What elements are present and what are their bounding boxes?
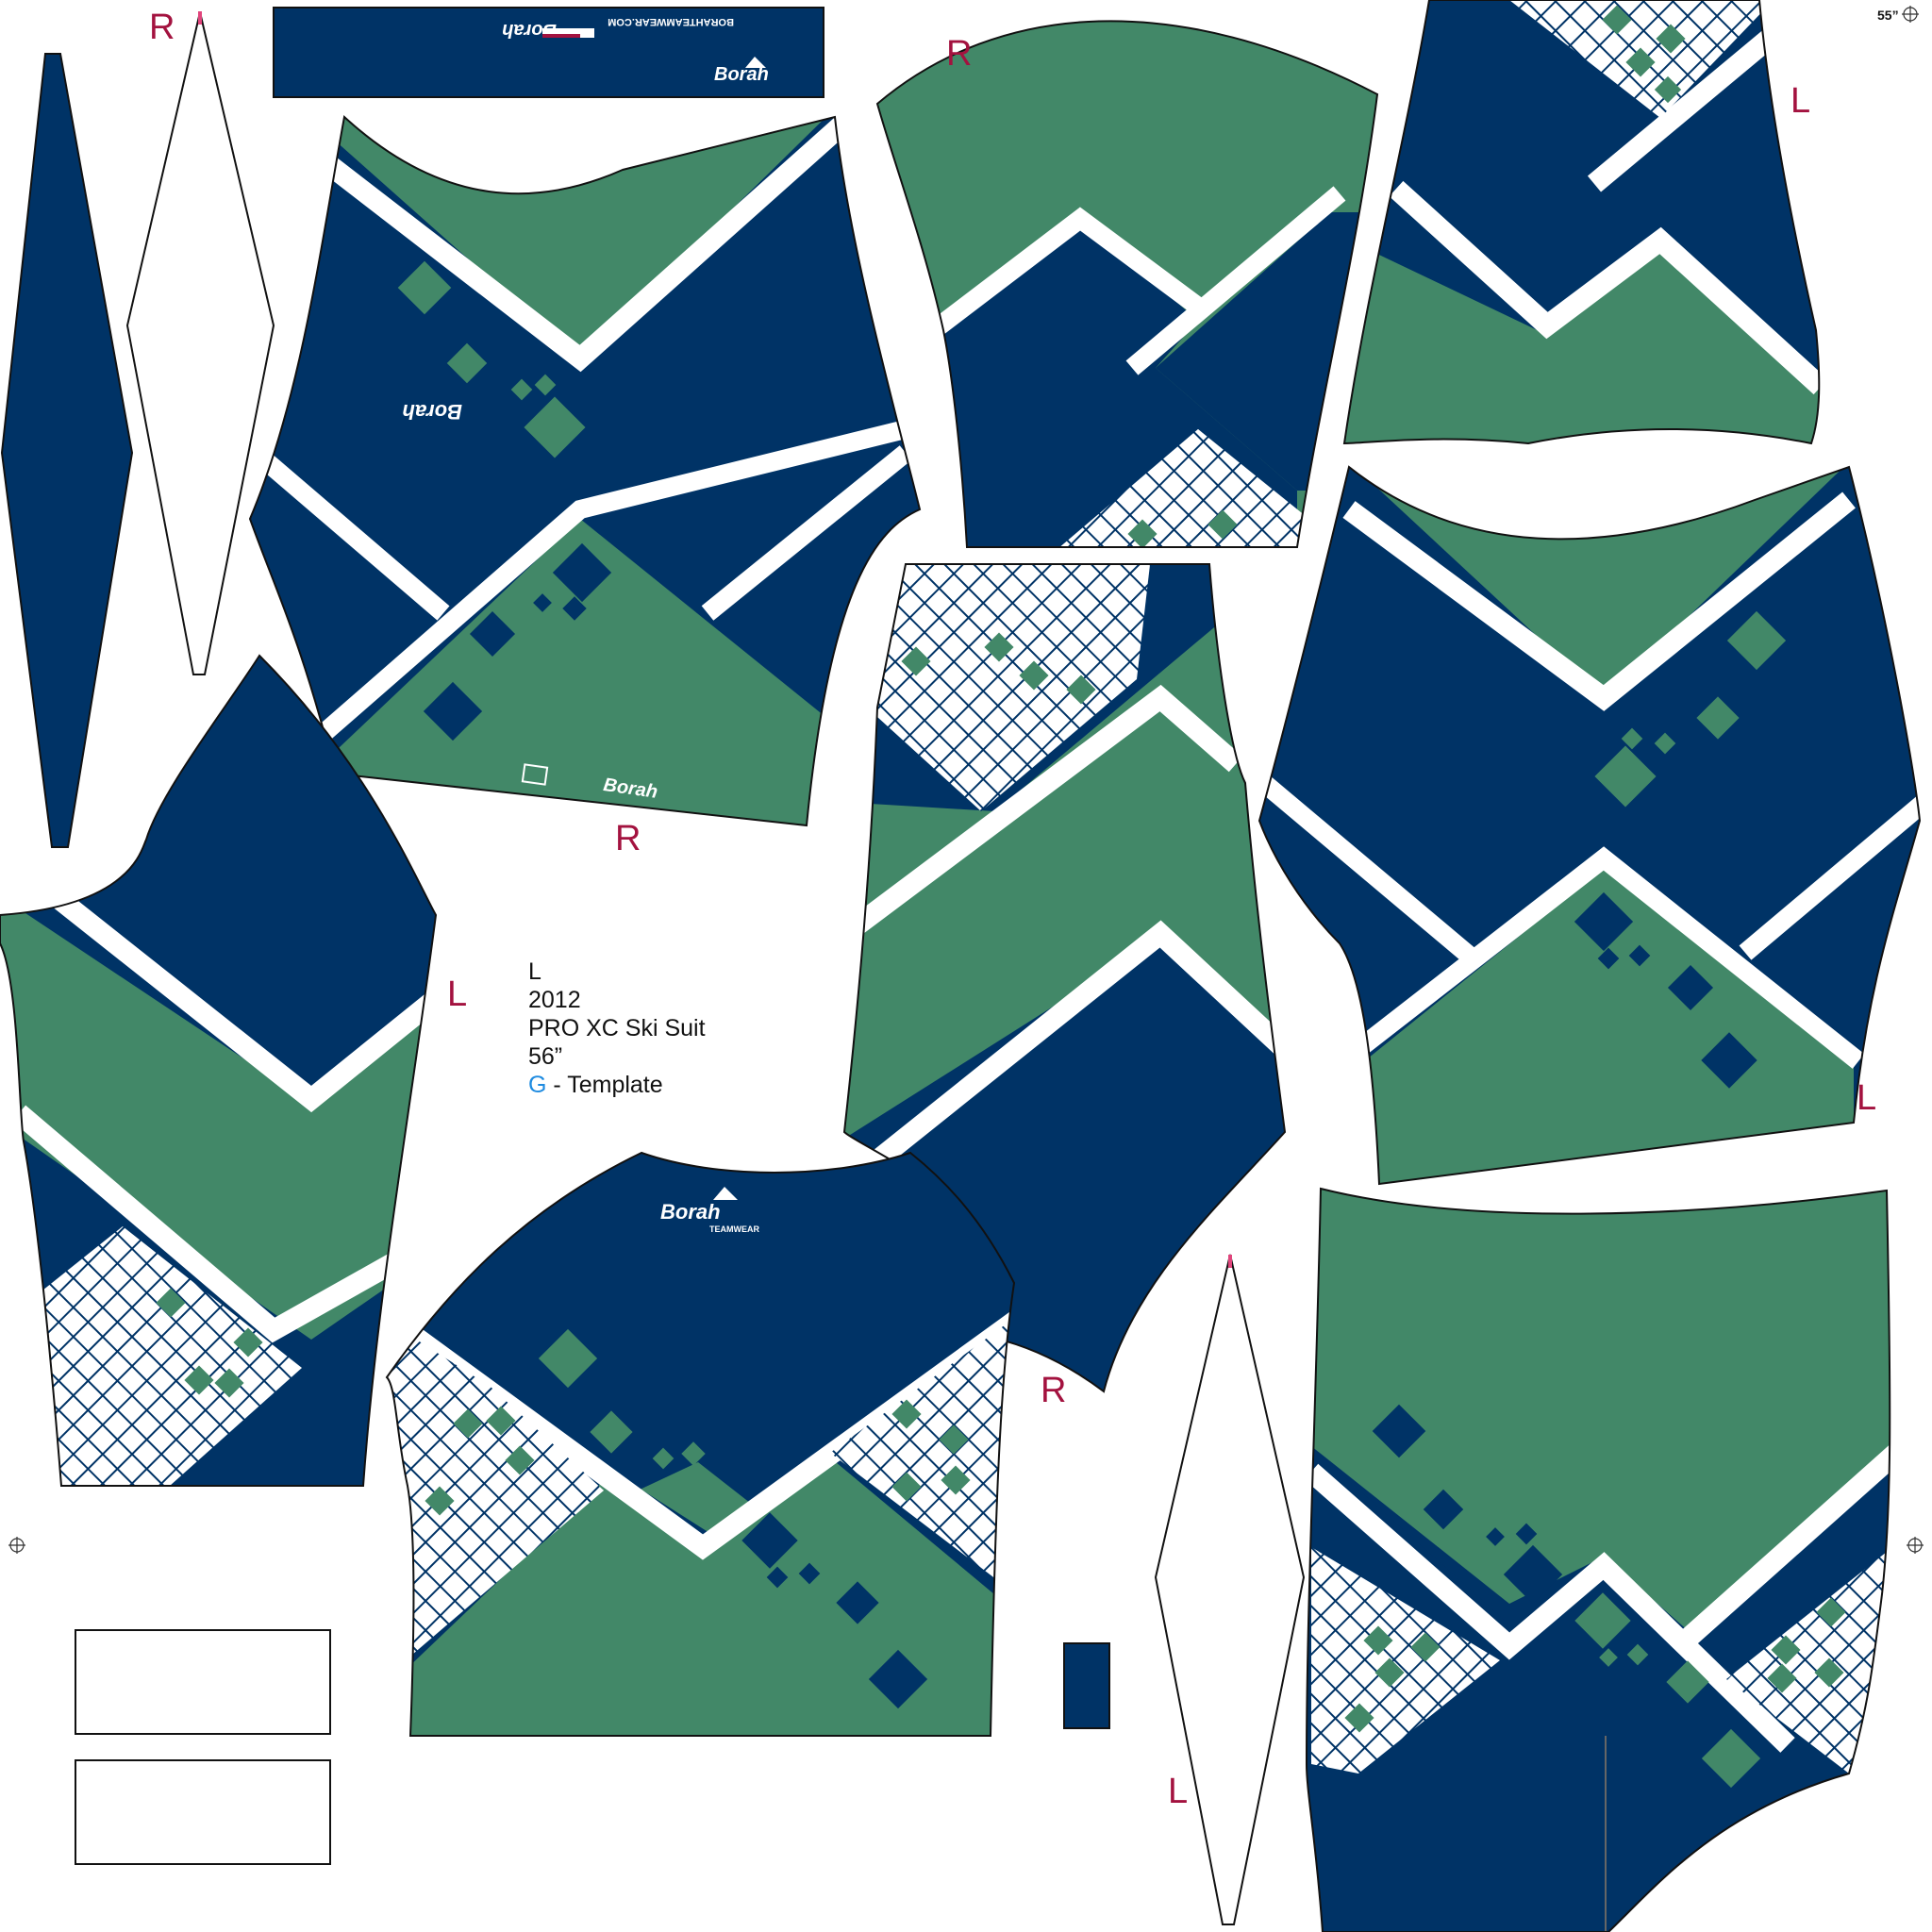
registration-target-icon — [1907, 1537, 1924, 1554]
sheet-width-label: 55” — [1877, 8, 1899, 23]
blank-panel-1 — [75, 1629, 331, 1735]
side-panel-white-right — [1154, 1254, 1306, 1925]
year-label: 2012 — [528, 987, 581, 1013]
mark-l-sleeve-upper: L — [1790, 81, 1811, 121]
length-label: 56” — [528, 1043, 563, 1070]
variant-line: G - Template — [528, 1071, 706, 1099]
mark-l-bottom: L — [1168, 1772, 1189, 1811]
registration-target-icon — [1902, 6, 1919, 23]
mark-r-torso: R — [615, 819, 641, 858]
sleeve-panel-l-upper — [1342, 0, 1821, 445]
back-brand-logo: Borah — [660, 1200, 721, 1224]
torso-front-panel-l — [1257, 465, 1922, 1186]
size-label: L — [528, 958, 541, 985]
borah-mountain-logo-icon — [745, 57, 766, 68]
sleeve-panel-l-lower — [0, 654, 438, 1487]
template-info: L 2012 PRO XC Ski Suit 56” G - Template — [528, 958, 706, 1099]
borah-mountain-logo-icon — [713, 1187, 738, 1200]
torso-front-panel-r: Borah Borah — [248, 115, 922, 827]
side-panel-white-left — [125, 11, 275, 675]
variant-suffix: - Template — [546, 1072, 663, 1098]
side-panel-navy-left — [0, 53, 134, 848]
waistband-logo: Borah — [714, 64, 769, 85]
zip-patch-panel — [1063, 1642, 1110, 1729]
registration-target-icon — [8, 1537, 25, 1554]
torso-brand-logo: Borah — [402, 400, 462, 424]
mark-l-torso: L — [1857, 1078, 1877, 1118]
front-lower-panel — [1305, 1187, 1891, 1932]
mark-r-top-left: R — [149, 8, 175, 47]
usa-flag-icon — [542, 34, 580, 38]
variant-letter: G — [528, 1072, 547, 1098]
product-label: PRO XC Ski Suit — [528, 1015, 706, 1041]
back-panel: Borah TEAMWEAR — [385, 1151, 1016, 1737]
sleeve-panel-r-upper — [875, 20, 1379, 548]
waistband-panel: Borah BORAHTEAMWEAR.COM Borah — [273, 7, 824, 98]
back-sub-logo: TEAMWEAR — [709, 1224, 759, 1234]
blank-panel-2 — [75, 1759, 331, 1865]
mark-r-sleeve: R — [946, 34, 973, 74]
mark-l-sleeve-lower: L — [447, 974, 468, 1014]
waistband-site-text: BORAHTEAMWEAR.COM — [608, 16, 734, 27]
mark-r-sleeve-lower: R — [1041, 1371, 1067, 1410]
